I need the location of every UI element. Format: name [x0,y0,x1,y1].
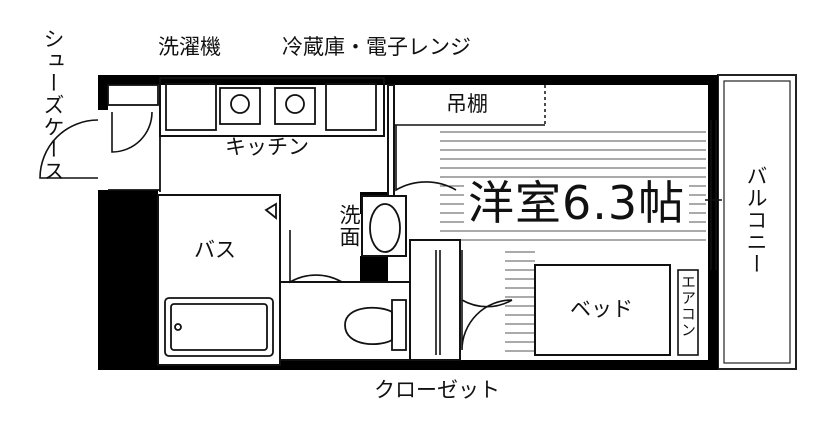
washing-machine-label: 洗濯機 [158,35,221,59]
aircon-label: エアコン [679,274,697,338]
room-label: 洋室6.3帖 [464,180,690,226]
bed [534,264,671,356]
shoe-case-label: シューズケース [41,28,65,182]
loft-shelf-label: 吊棚 [446,92,488,116]
toilet [344,299,407,351]
bathtub [164,202,277,357]
kitchen-fixtures [107,77,385,192]
loft-shelf [394,85,546,126]
aircon-unit [677,269,699,356]
bed-label: ベッド [570,297,633,321]
door-swings [39,111,513,355]
kitchen-label: キッチン [225,135,309,159]
outer-walls [98,75,718,370]
interior-walls [157,84,461,366]
balcony-label: バルコニー [744,165,768,275]
window [705,120,722,270]
closet-label: クローゼット [374,378,500,402]
washbasin-label: 洗面 [337,204,361,248]
bath-label: バス [194,238,236,262]
washbasin-fixture [369,203,401,253]
fridge-microwave-label: 冷蔵庫・電子レンジ [282,35,471,59]
